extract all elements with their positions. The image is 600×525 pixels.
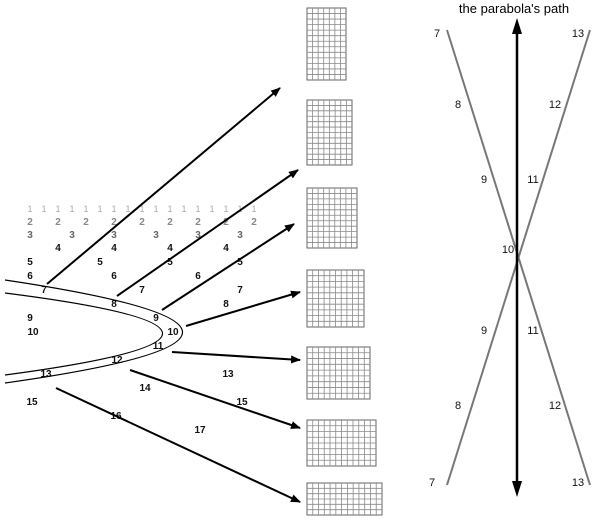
cross-line-right [446,29,591,486]
arrow-head-up [512,18,522,34]
step-label: 4 [55,243,61,254]
path-label: 12 [549,400,561,412]
row-label-2: 2 [195,217,201,228]
path-label: 11 [527,174,538,186]
row-label-1: 1 [125,204,130,214]
row-label-1: 1 [111,204,116,214]
row-label-1: 1 [55,204,60,214]
step-label: 5 [237,257,243,268]
path-label: 10 [502,244,514,256]
step-label: 8 [111,299,117,310]
step-label: 10 [167,327,179,338]
step-label: 13 [222,369,234,380]
row-label-2: 2 [83,217,89,228]
row-label-1: 1 [139,204,144,214]
path-label: 8 [455,400,461,412]
ray-arrow [129,369,301,429]
path-label: 9 [481,174,487,186]
grid-screen-5 [306,346,371,400]
step-label: 7 [139,285,145,296]
step-label: 6 [111,271,117,282]
row-label-3: 3 [27,230,33,241]
row-label-1: 1 [69,204,74,214]
step-label: 5 [27,257,33,268]
ray-arrows [46,87,301,503]
step-label: 15 [236,397,248,408]
path-label: 9 [481,325,487,337]
grid-screen-7 [306,482,383,516]
path-label: 12 [549,99,561,111]
path-label: 13 [572,28,584,40]
ray-arrow [55,387,301,503]
step-label: 7 [41,285,47,296]
step-label: 10 [27,327,39,338]
row-label-2: 2 [55,217,61,228]
row-label-1: 1 [251,204,256,214]
path-label: 7 [429,477,435,489]
row-label-1: 1 [153,204,158,214]
step-label: 17 [194,425,206,436]
row-label-3: 3 [111,230,117,241]
step-label: 5 [167,257,173,268]
row-label-2: 2 [139,217,145,228]
row-label-3: 3 [237,230,243,241]
right-number-labels: 7 13 8 12 9 11 10 9 11 8 12 7 13 [429,28,584,489]
step-label: 9 [153,313,159,324]
row-label-2: 2 [223,217,229,228]
row-label-2: 2 [167,217,173,228]
parabola-inner [4,292,164,376]
step-label: 14 [139,383,151,394]
grid-screens [306,7,383,516]
row-label-1: 1 [83,204,88,214]
step-label: 5 [97,257,103,268]
path-label: 13 [572,477,584,489]
path-label: 11 [527,325,538,337]
row-label-2: 2 [27,217,33,228]
row-label-3: 3 [153,230,159,241]
row-label-1: 1 [167,204,172,214]
path-label: 7 [434,28,440,40]
row-label-1: 1 [209,204,214,214]
row-label-1: 1 [27,204,32,214]
step-label: 7 [237,285,243,296]
step-label: 13 [40,369,52,380]
ray-arrow [185,290,301,327]
ray-arrow [171,351,301,364]
row-label-1: 1 [195,204,200,214]
path-label: 8 [455,99,461,111]
row-label-2: 2 [251,217,257,228]
step-label: 6 [27,271,33,282]
grid-screen-2 [306,99,353,166]
ray-arrow [161,223,295,311]
step-label: 4 [111,243,117,254]
step-label: 8 [223,299,229,310]
grid-screen-3 [306,187,358,249]
row-label-1: 1 [237,204,242,214]
step-label: 6 [195,271,201,282]
step-label: 12 [111,355,123,366]
ray-arrow [46,87,281,285]
step-label: 15 [26,397,38,408]
row-label-1: 1 [181,204,186,214]
arrow-head-down [512,481,522,497]
grid-screen-1 [306,7,347,81]
row-label-2: 2 [111,217,117,228]
step-label: 11 [153,341,164,352]
row-label-1: 1 [223,204,228,214]
step-label: 4 [223,243,229,254]
row-label-3: 3 [195,230,201,241]
row-label-1: 1 [97,204,102,214]
grid-screen-6 [306,419,377,467]
ray-arrow [116,169,299,297]
row-label-3: 3 [69,230,75,241]
grid-screen-4 [306,269,365,328]
row-label-1: 1 [41,204,46,214]
step-label: 4 [167,243,173,254]
diagram-title: the parabola's path [459,1,569,16]
parabola-outer [4,279,183,384]
step-label: 9 [27,313,33,324]
